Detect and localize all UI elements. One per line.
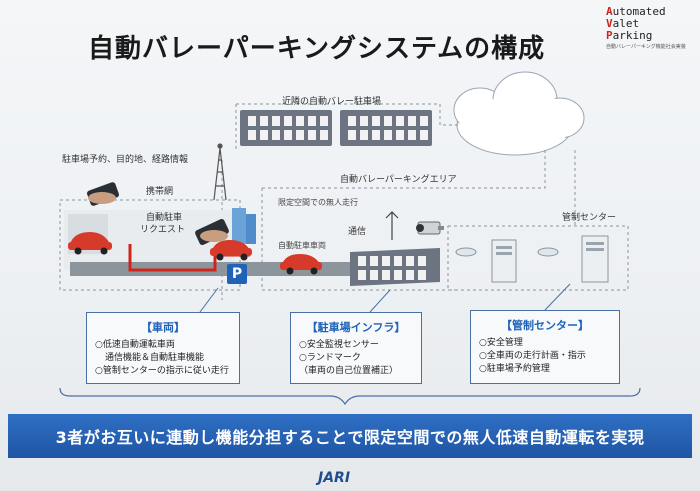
logo-line-parking: Parking [606, 29, 653, 42]
avp-logo: Automated Valet Parking 自動バレーパーキング機能社会実装 [606, 5, 690, 51]
infra-item-1: ○安全監視センサー [299, 340, 379, 350]
logo-line-1-rest: utomated [612, 5, 666, 18]
logo-subtitle: 自動バレーパーキング機能社会実装 [606, 44, 686, 50]
control-item-2: ○全車両の走行計画・指示 [479, 351, 586, 361]
label-reservation-info: 駐車場予約、目的地、経路情報 [62, 155, 189, 165]
system-diagram [59, 71, 641, 406]
label-auto-parking-vehicle: 自動駐車車両 [278, 241, 326, 250]
car-icon-2 [210, 240, 252, 261]
parking-sign-icon: P [227, 264, 247, 284]
label-parking-request-2: リクエスト [140, 225, 186, 235]
server-icon-1 [491, 239, 517, 283]
server-icon-2 [581, 235, 609, 283]
smartphone-icon-2 [195, 218, 229, 246]
logo-line-valet: Valet [606, 17, 640, 30]
control-item-1: ○安全管理 [479, 338, 523, 348]
control-item-3: ○駐車場予約管理 [479, 364, 550, 374]
control-center-info-box: 【管制センター】 ○安全管理 ○全車両の走行計画・指示 ○駐車場予約管理 [470, 310, 620, 384]
label-valet-area: 自動バレーパーキングエリア [340, 175, 457, 185]
slide-title: 自動バレーパーキングシステムの構成 [88, 34, 546, 64]
infra-box-heading: 【駐車場インフラ】 [306, 321, 406, 334]
infra-item-3: （車両の自己位置補正） [299, 366, 399, 376]
building-icon [232, 208, 256, 244]
network-node-icons [455, 247, 559, 257]
vehicle-item-1: ○低速自動運転車両 [95, 340, 175, 350]
cell-tower-icon [213, 143, 227, 201]
label-parking-request-1: 自動駐車 [146, 213, 183, 223]
box-connectors [199, 283, 571, 313]
jari-logo: JARI [318, 470, 351, 486]
infra-info-box: 【駐車場インフラ】 ○安全監視センサー ○ランドマーク （車両の自己位置補正） [290, 312, 422, 384]
logo-line-automated: Automated [606, 5, 666, 18]
smartphone-icon-1 [87, 182, 119, 206]
vehicle-info-box: 【車両】 ○低速自動運転車両 通信機能＆自動駐車機能 ○管制センターの指示に従い… [86, 312, 240, 384]
vehicle-item-2: 通信機能＆自動駐車機能 [105, 353, 205, 363]
label-unmanned-driving: 限定空間での無人走行 [278, 198, 358, 207]
label-communication: 通信 [348, 227, 367, 237]
nearby-parking-lot-icon [240, 110, 432, 146]
antenna-icon [385, 211, 399, 240]
summary-banner: 3者がお互いに連動し機能分担することで限定空間での無人低速自動運転を実現 [8, 414, 692, 458]
vehicle-item-3: ○管制センターの指示に従い走行 [95, 366, 229, 376]
car-icon-3 [280, 254, 322, 275]
car-icon-1 [68, 232, 112, 255]
cloud-icon [453, 71, 585, 156]
label-mobile-network: 携帯網 [146, 187, 174, 197]
security-camera-icon [416, 221, 444, 235]
infra-item-2: ○ランドマーク [299, 353, 361, 363]
network-lines [59, 103, 629, 300]
control-box-heading: 【管制センター】 [501, 319, 589, 332]
label-control-center: 管制センター [562, 213, 617, 223]
grouping-brace [59, 387, 641, 406]
vehicle-box-heading: 【車両】 [141, 321, 185, 334]
valet-parking-lot-icon [350, 248, 440, 286]
label-nearby-parking: 近隣の自動バレー駐車場 [282, 97, 382, 107]
